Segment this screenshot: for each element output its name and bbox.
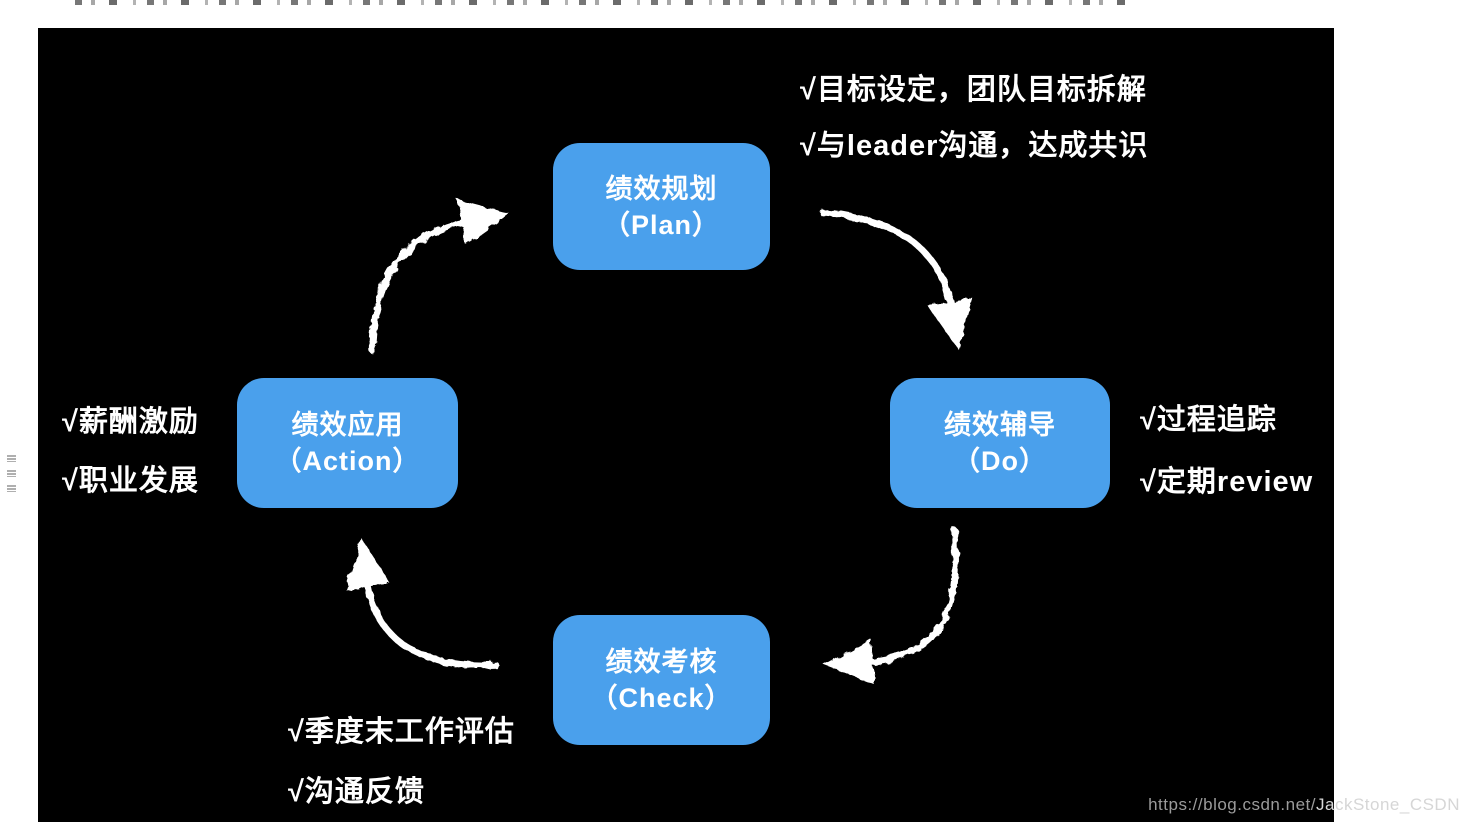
arrow-plan-to-do [818,208,973,350]
annotation-check: √季度末工作评估 √沟通反馈 [288,712,515,832]
node-action-title: 绩效应用 [291,410,404,440]
annotation-do: √过程追踪 √定期review [1140,400,1313,524]
arrow-do-to-check [823,526,959,685]
pdca-diagram-canvas: 绩效规划 （Plan） 绩效辅导 （Do） 绩效考核 （Check） 绩效应用 … [38,28,1334,822]
node-action: 绩效应用 （Action） [237,378,458,508]
annotation-action: √薪酬激励 √职业发展 [62,402,199,520]
annotation-action-line1: √薪酬激励 [62,406,199,438]
annotation-action-line2: √职业发展 [62,465,199,497]
arrow-check-to-action [345,538,500,669]
node-check-subtitle: （Check） [590,683,733,713]
watermark-url-prefix: https://blog.csdn.net/ [1148,795,1316,814]
node-do-subtitle: （Do） [953,446,1047,476]
annotation-plan-line2: √与leader沟通，达成共识 [800,130,1149,162]
node-check-title: 绩效考核 [605,647,718,677]
node-plan: 绩效规划 （Plan） [553,143,770,270]
annotation-plan: √目标设定，团队目标拆解 √与leader沟通，达成共识 [800,70,1148,182]
node-do: 绩效辅导 （Do） [890,378,1110,508]
margin-mark [7,485,16,492]
margin-mark [7,470,16,477]
cycle-arrows [345,199,973,685]
annotation-check-line1: √季度末工作评估 [288,716,515,748]
annotation-do-line2: √定期review [1140,466,1314,498]
watermark: https://blog.csdn.net/JackStone_CSDN [1148,795,1460,815]
arrow-action-to-plan [368,199,510,354]
annotation-plan-line1: √目标设定，团队目标拆解 [800,74,1147,106]
node-plan-subtitle: （Plan） [602,209,721,240]
annotation-check-line2: √沟通反馈 [288,776,425,808]
node-action-subtitle: （Action） [274,446,421,476]
node-plan-title: 绩效规划 [605,173,718,204]
node-check: 绩效考核 （Check） [553,615,770,745]
margin-mark [7,455,16,462]
node-do-title: 绩效辅导 [944,410,1056,440]
clipped-text-row [75,0,1137,5]
watermark-url-suffix: JackStone_CSDN [1315,795,1460,814]
annotation-do-line1: √过程追踪 [1140,404,1277,436]
